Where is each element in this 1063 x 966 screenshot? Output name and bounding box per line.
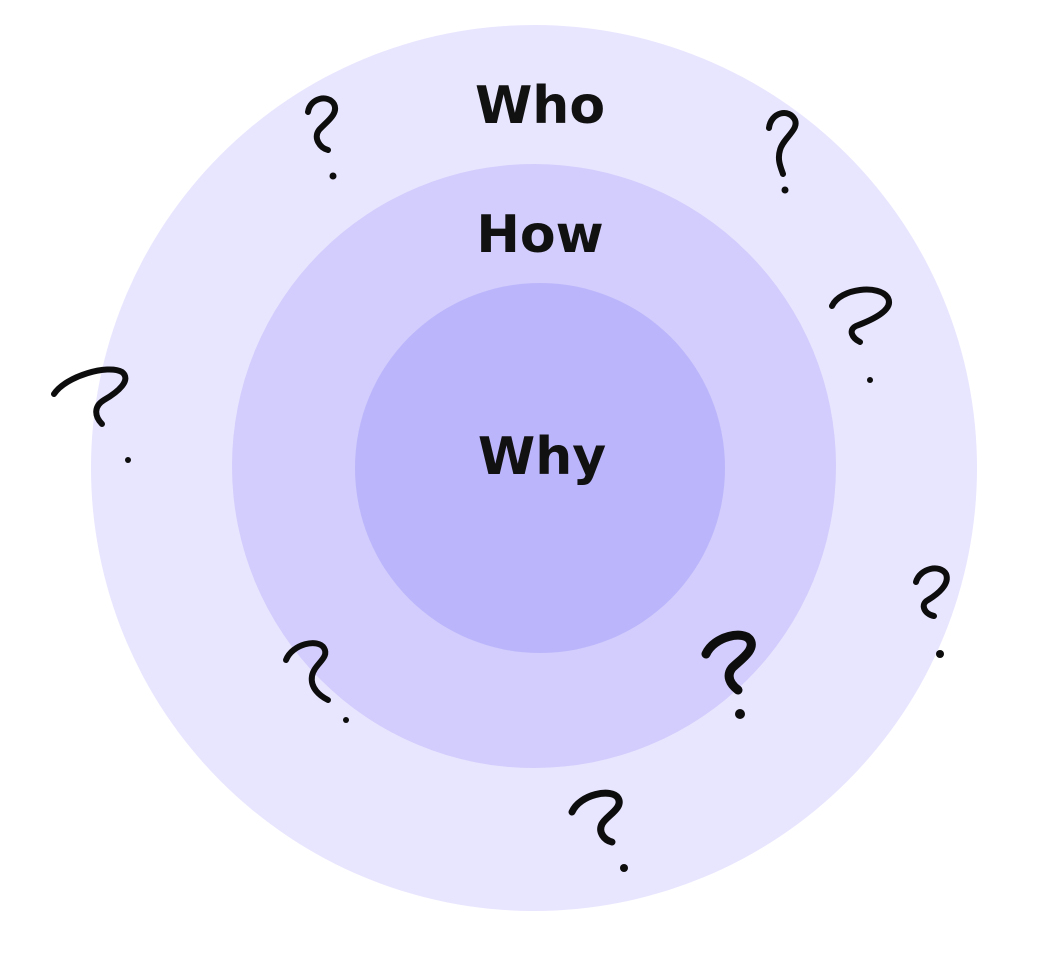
question-mark-icon xyxy=(701,630,756,719)
inner-ring-why xyxy=(355,283,725,653)
label-why: Why xyxy=(478,427,606,487)
question-mark-icon xyxy=(766,110,799,194)
label-how: How xyxy=(476,205,603,265)
question-mark-icon xyxy=(283,640,349,723)
question-mark-icon xyxy=(568,789,628,872)
question-mark-icon xyxy=(51,366,131,463)
question-mark-icon xyxy=(305,95,339,180)
question-mark-icon xyxy=(829,286,892,383)
question-mark-icon xyxy=(913,565,950,658)
label-who: Who xyxy=(475,76,605,136)
